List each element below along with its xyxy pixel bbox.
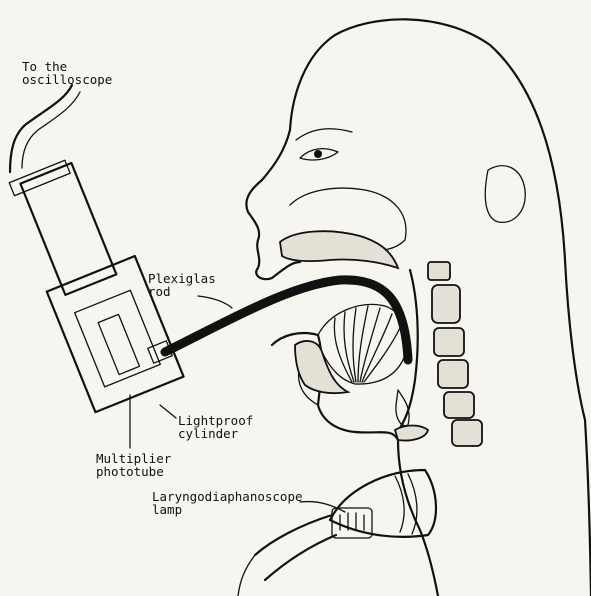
label-lightproof-cylinder: Lightproof cylinder (178, 414, 253, 440)
eye-brow (296, 129, 352, 140)
label-laryngodiaphanoscope-lamp: Laryngodiaphanoscope lamp (152, 490, 303, 516)
ear-outline (485, 166, 525, 223)
leader-cylinder (160, 405, 176, 418)
mandible (295, 341, 348, 393)
pupil (314, 150, 322, 158)
larynx (395, 426, 428, 441)
cervical-spine (428, 262, 482, 446)
oscilloscope-cable-inner (22, 92, 80, 168)
tongue-fibers (334, 306, 400, 382)
label-multiplier-phototube: Multiplier phototube (96, 452, 171, 478)
label-oscilloscope: To the oscilloscope (22, 60, 112, 86)
epiglottis (396, 390, 409, 426)
label-plexiglas-rod: Plexiglas rod (148, 272, 216, 298)
back-of-neck (585, 420, 591, 596)
